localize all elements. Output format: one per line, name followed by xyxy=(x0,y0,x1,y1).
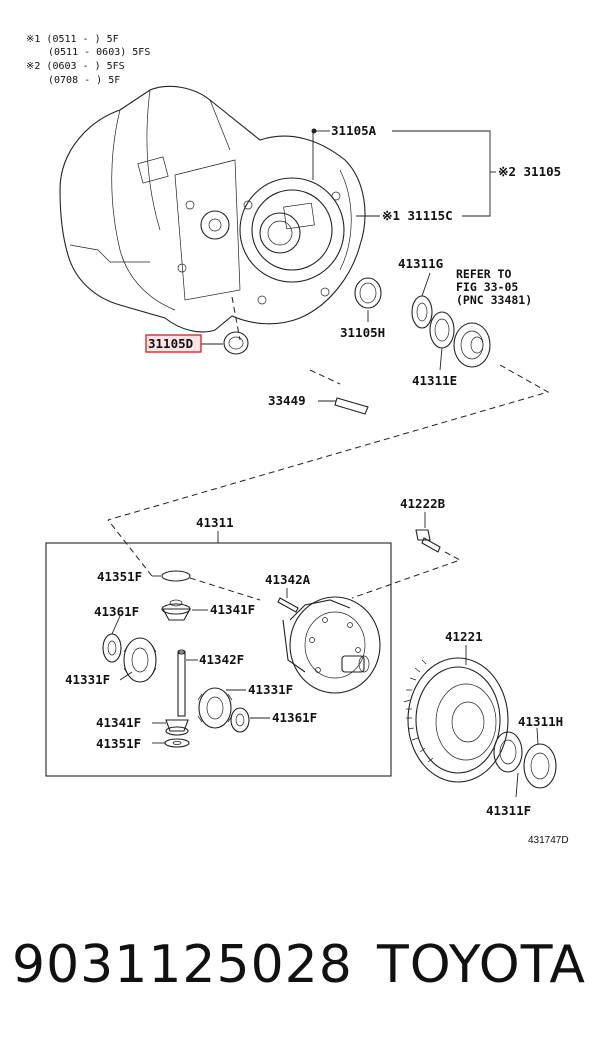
washer-41361F-right xyxy=(230,707,270,733)
callout-41311[interactable]: 41311 xyxy=(196,515,234,530)
pin-41342A-illustration xyxy=(277,588,299,613)
callout-31105H[interactable]: 31105H xyxy=(340,325,385,340)
side-gear-41331F-left xyxy=(119,637,157,683)
ring-gear-41221-illustration xyxy=(403,645,509,783)
callout-41311H[interactable]: 41311H xyxy=(518,714,563,729)
svg-text:41351F: 41351F xyxy=(96,736,141,751)
note-line-4: (0708 - ) 5F xyxy=(48,75,120,86)
svg-text:41341F: 41341F xyxy=(96,715,141,730)
callout-31105A[interactable]: 31105A xyxy=(311,123,377,138)
svg-text:41311H: 41311H xyxy=(518,714,563,729)
drawing-number: 431747D xyxy=(528,835,569,846)
svg-text:41221: 41221 xyxy=(445,629,483,644)
callout-41311G[interactable]: 41311G xyxy=(398,256,443,271)
svg-text:41341F: 41341F xyxy=(210,602,255,617)
bracket-31105 xyxy=(392,130,496,217)
svg-text:41361F: 41361F xyxy=(94,604,139,619)
refer-note[interactable]: REFER TO FIG 33-05 (PNC 33481) xyxy=(456,267,532,307)
svg-text:41342A: 41342A xyxy=(265,572,311,587)
parts-diagram: ※1 (0511 - ) 5F (0511 - 0603) 5FS ※2 (06… xyxy=(26,34,569,846)
oil-seal-31105D-illustration xyxy=(201,331,249,355)
svg-text:※1 31115C: ※1 31115C xyxy=(382,208,453,223)
callout-31105D-highlighted[interactable]: 31105D xyxy=(145,334,202,353)
callout-41311F[interactable]: 41311F xyxy=(486,803,531,818)
differential-group-box xyxy=(45,542,392,777)
washer-41351F-top xyxy=(152,570,191,582)
bearing-41311-illustration xyxy=(411,272,491,371)
callout-41331F-left[interactable]: 41331F xyxy=(65,672,110,687)
svg-text:FIG 33-05: FIG 33-05 xyxy=(456,280,518,294)
note-line-2: (0511 - 0603) 5FS xyxy=(48,47,150,58)
callout-41342A[interactable]: 41342A xyxy=(265,572,311,587)
callout-41222B[interactable]: 41222B xyxy=(400,496,446,511)
svg-text:33449: 33449 xyxy=(268,393,306,408)
svg-text:41311E: 41311E xyxy=(412,373,457,388)
oil-seal-31105H-illustration xyxy=(354,277,382,322)
svg-text:41311F: 41311F xyxy=(486,803,531,818)
brand-name: TOYOTA xyxy=(377,935,586,995)
callout-41331F-right[interactable]: 41331F xyxy=(248,682,293,697)
callout-33449[interactable]: 33449 xyxy=(268,393,306,408)
pinion-gear-41341F-bottom xyxy=(152,719,189,736)
callout-31105[interactable]: ※2 31105 xyxy=(498,164,561,179)
svg-text:41361F: 41361F xyxy=(272,710,317,725)
svg-text:41311G: 41311G xyxy=(398,256,443,271)
svg-text:41222B: 41222B xyxy=(400,496,446,511)
callout-41342F[interactable]: 41342F xyxy=(199,652,244,667)
pin-33449-illustration xyxy=(231,296,369,415)
svg-text:REFER TO: REFER TO xyxy=(456,267,511,281)
note-line-3: ※2 (0603 - ) 5FS xyxy=(26,61,125,72)
svg-text:41331F: 41331F xyxy=(248,682,293,697)
svg-text:41311: 41311 xyxy=(196,515,234,530)
differential-case-illustration xyxy=(282,596,381,694)
svg-text:31105A: 31105A xyxy=(331,123,377,138)
callout-41361F-left[interactable]: 41361F xyxy=(94,604,139,619)
highlight-box xyxy=(145,334,202,353)
assembly-line-2 xyxy=(309,369,341,385)
callout-41221[interactable]: 41221 xyxy=(445,629,483,644)
svg-text:(PNC 33481): (PNC 33481) xyxy=(456,293,532,307)
assembly-line-4 xyxy=(189,577,261,601)
svg-text:※2 31105: ※2 31105 xyxy=(498,164,561,179)
assembly-line-1 xyxy=(107,364,550,521)
washer-41351F-bottom xyxy=(152,738,190,748)
callout-31115C[interactable]: ※1 31115C xyxy=(356,208,453,223)
pinion-gear-41341F-top xyxy=(161,599,208,621)
note-line-1: ※1 (0511 - ) 5F xyxy=(26,34,119,45)
bolt-41222B-illustration xyxy=(351,512,462,599)
shaft-41342F xyxy=(177,649,198,717)
callout-41341F-bottom[interactable]: 41341F xyxy=(96,715,141,730)
applicability-notes: ※1 (0511 - ) 5F (0511 - 0603) 5FS ※2 (06… xyxy=(26,34,150,86)
footer: 9031125028 TOYOTA xyxy=(0,935,600,1015)
part-number: 9031125028 xyxy=(12,935,353,995)
washer-41361F-left xyxy=(102,615,122,663)
svg-text:31105D: 31105D xyxy=(148,336,193,351)
svg-text:41351F: 41351F xyxy=(97,569,142,584)
callout-41351F-top[interactable]: 41351F xyxy=(97,569,142,584)
callout-41311E[interactable]: 41311E xyxy=(412,373,457,388)
transmission-case-illustration xyxy=(59,85,366,333)
callout-41341F-top[interactable]: 41341F xyxy=(210,602,255,617)
svg-text:41342F: 41342F xyxy=(199,652,244,667)
callout-41351F-bottom[interactable]: 41351F xyxy=(96,736,141,751)
bearing-41311F-illustration xyxy=(493,727,557,798)
callout-41361F-right[interactable]: 41361F xyxy=(272,710,317,725)
svg-text:31105H: 31105H xyxy=(340,325,385,340)
assembly-line-3 xyxy=(107,519,153,577)
svg-text:41331F: 41331F xyxy=(65,672,110,687)
side-gear-41331F-right xyxy=(197,687,246,729)
